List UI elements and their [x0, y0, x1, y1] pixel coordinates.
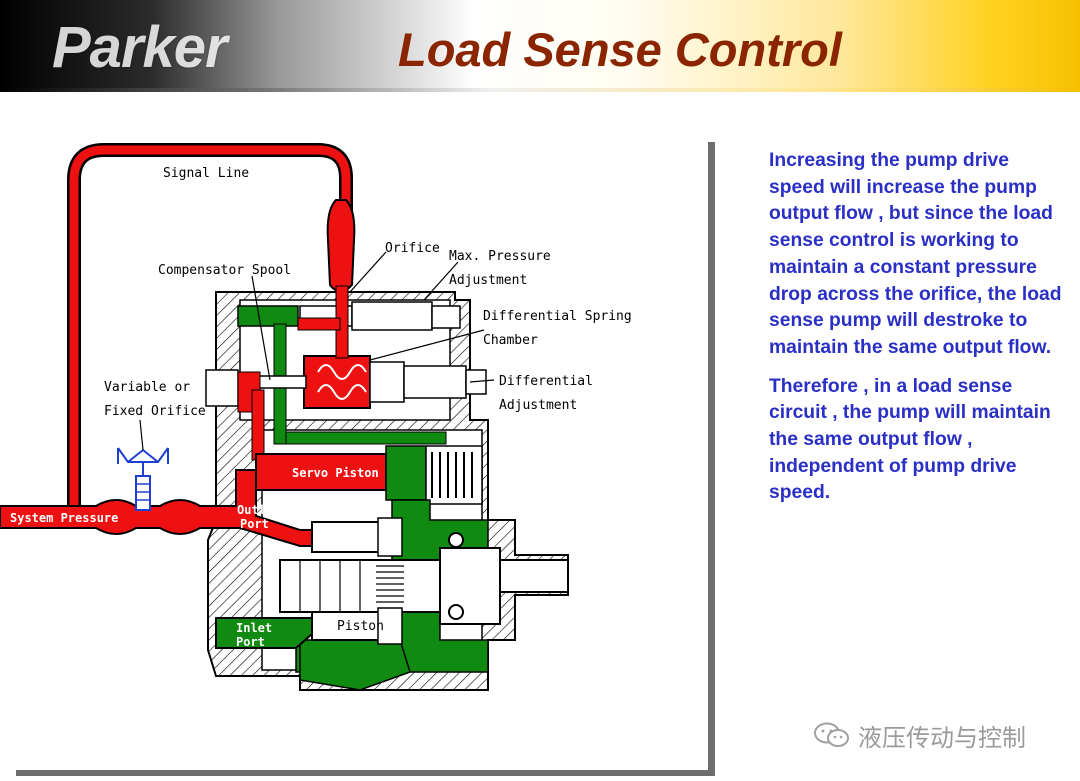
label-outlet-1: Outlet [237, 503, 280, 517]
compensator-block [205, 285, 487, 461]
watermark: 液压传动与控制 [812, 718, 1026, 752]
label-orifice: Orifice [385, 241, 440, 256]
leader-lines [139, 251, 495, 451]
orifice-chamber [326, 199, 356, 293]
signal-line [67, 143, 353, 505]
label-max-pressure-2: Adjustment [449, 273, 527, 288]
label-signal-line: Signal Line [163, 166, 249, 181]
inlet-port [215, 617, 313, 649]
load-sense-pump-diagram: Signal Line Orifice Max. Pressure Adjust… [0, 140, 708, 770]
explanation-paragraph-1: Increasing the pump drive speed will inc… [769, 150, 1062, 358]
diagram-shadow-right [706, 142, 715, 776]
label-diff-spring-2: Chamber [483, 333, 538, 348]
label-max-pressure-1: Max. Pressure [449, 249, 551, 264]
page-title: Load Sense Control [398, 23, 842, 76]
system-pressure-line [0, 469, 313, 547]
diagram-shadow-bottom [16, 767, 715, 776]
explanation-paragraph-2: Therefore , in a load sense circuit , th… [769, 375, 1051, 504]
label-inlet-1: Inlet [236, 621, 272, 635]
label-differential-1: Differential [499, 374, 593, 389]
explanation-panel: Increasing the pump drive speed will inc… [769, 148, 1069, 519]
variable-orifice-symbol [117, 447, 169, 511]
servo-piston [255, 445, 483, 505]
label-inlet-2: Port [236, 635, 265, 649]
rotating-group [279, 517, 569, 645]
label-piston: Piston [337, 619, 384, 634]
label-compensator-spool: Compensator Spool [158, 263, 291, 278]
label-variable-2: Fixed Orifice [104, 404, 206, 419]
label-outlet-2: Port [240, 517, 269, 531]
watermark-text: 液压传动与控制 [858, 723, 1026, 752]
label-diff-spring-1: Differential Spring [483, 309, 632, 324]
header-rule [0, 88, 1080, 92]
header-banner [0, 0, 1080, 92]
label-variable-1: Variable or [104, 380, 190, 395]
label-differential-2: Adjustment [499, 398, 577, 413]
wechat-icon [814, 722, 849, 747]
label-servo-piston: Servo Piston [292, 466, 379, 480]
parker-logo: Parker [52, 15, 228, 80]
label-system-pressure: System Pressure [10, 511, 118, 525]
